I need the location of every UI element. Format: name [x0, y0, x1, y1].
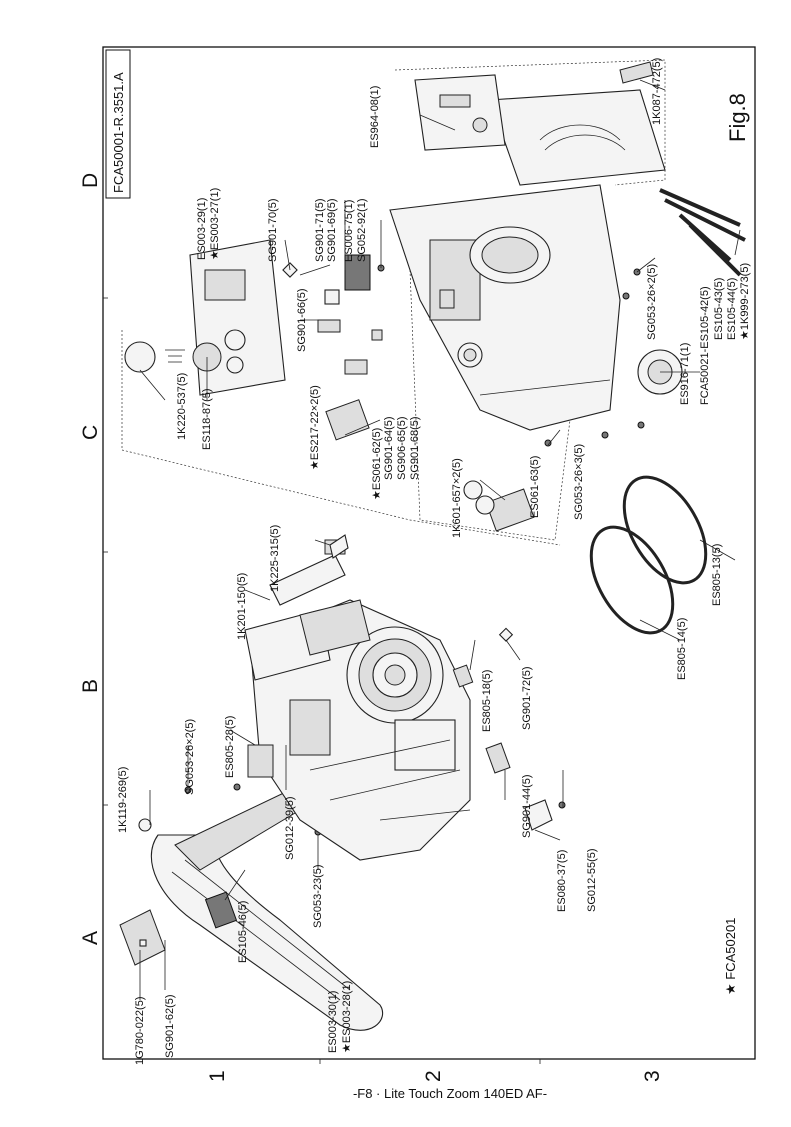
logo-badge-part [619, 61, 654, 84]
part-label-es805-18: ES805-18(5) [481, 670, 493, 732]
window-sheet-parts [282, 254, 383, 375]
part-label-sg052-92: SG052-92(1) [356, 198, 368, 262]
grid-column-c: C [79, 425, 102, 440]
part-label-sg053-26x3: SG053-26×3(5) [573, 444, 585, 520]
part-label-sg901-69: SG901-69(5) [326, 198, 338, 262]
part-label-sg901-66: SG901-66(5) [296, 288, 308, 352]
rear-cover-part [389, 184, 621, 431]
self-timer-window-part [204, 891, 238, 929]
grid-row-2: 2 [422, 1070, 445, 1082]
part-label-es805-28: ES805-28(5) [224, 716, 236, 778]
sheet-part [485, 742, 511, 774]
part-label-sg012-55: SG012-55(5) [586, 848, 598, 912]
part-label-es061-62: ★ES061-62(5) [371, 428, 383, 500]
ring-part-b [622, 475, 708, 585]
tape-part [247, 744, 274, 778]
part-label-es105-43: ES105-43(5) [713, 278, 725, 340]
small-sheet-part [498, 627, 514, 642]
part-label-sg901-70: SG901-70(5) [267, 198, 279, 262]
label-plate-part [119, 909, 166, 966]
part-label-es805-14: ES805-14(5) [676, 618, 688, 680]
part-label-es003-28: ★ES003-28(1) [341, 981, 353, 1053]
leader-lines [139, 79, 741, 1000]
top-plate-part [189, 239, 286, 396]
part-label-sg901-68: SG901-68(5) [409, 416, 421, 480]
part-label-fca50021-es105-42: FCA50021-ES105-42(5) [699, 286, 711, 405]
lever-part [524, 799, 553, 831]
nameplate-part [414, 74, 506, 151]
part-label-sg012-39: SG012-39(5) [284, 796, 296, 860]
part-label-sg901-72: SG901-72(5) [521, 666, 533, 730]
part-label-es006-75: ES006-75(1) [343, 200, 355, 262]
battery-contact-parts [659, 188, 746, 277]
part-label-1k999-273: ★1K999-273(5) [739, 263, 751, 340]
part-labels: 1G780-022(5) SG901-62(5) ES003-30(1) ★ES… [117, 58, 751, 1065]
doc-code-box: FCA50001-R.3551.A [105, 49, 131, 199]
part-label-sg053-26x2-b: SG053-26×2(5) [646, 264, 658, 340]
cushion-part [452, 664, 474, 688]
part-label-1k220-537: 1K220-537(5) [176, 373, 188, 440]
part-label-sg901-64: SG901-64(5) [383, 416, 395, 480]
part-label-es217-22: ★ES217-22×2(5) [309, 385, 321, 470]
part-label-es080-37: ES080-37(5) [556, 850, 568, 912]
drawing-frame [102, 46, 756, 1060]
part-label-sg901-44: SG901-44(5) [521, 774, 533, 838]
part-label-es003-27: ★ES003-27(1) [209, 188, 221, 260]
part-label-1k087-472: 1K087-472(5) [651, 58, 663, 125]
part-label-1g780-022: 1G780-022(5) [134, 997, 146, 1066]
part-label-es105-44: ES105-44(5) [726, 278, 738, 340]
mode-button-parts [325, 399, 535, 532]
part-label-es105-46: ES105-46(5) [237, 901, 249, 963]
doc-code: FCA50001-R.3551.A [111, 72, 126, 193]
back-door-part [489, 89, 666, 186]
bush-part [138, 818, 152, 832]
part-label-es118-87: ES118-87(5) [201, 388, 213, 450]
part-label-es805-13: ES805-13(5) [711, 544, 723, 606]
footer-title: -F8 · Lite Touch Zoom 140ED AF- [353, 1086, 547, 1101]
part-label-1k601-657: 1K601-657×2(5) [451, 458, 463, 538]
grid-column-d: D [79, 173, 102, 188]
part-label-es003-30: ES003-30(1) [327, 991, 339, 1053]
flash-unit-part [244, 599, 371, 681]
part-label-sg901-71: SG901-71(5) [314, 198, 326, 262]
spring-part [329, 534, 349, 559]
part-label-1k201-150: 1K201-150(5) [236, 573, 248, 640]
part-label-sg053-26x2-a: SG053-26×2(5) [184, 719, 196, 795]
part-label-1k225-315: 1K225-315(5) [269, 525, 281, 592]
service-note: ★ FCA50201 [723, 918, 738, 995]
part-label-1k119-269: 1K119-269(5) [117, 767, 129, 833]
grid-column-b: B [79, 679, 102, 693]
outline-group-c [121, 330, 561, 546]
part-label-es916-71: ES916-71(1) [679, 343, 691, 405]
part-label-es061-63: ES061-63(5) [529, 456, 541, 518]
part-label-es964-08: ES964-08(1) [369, 86, 381, 148]
grid-row-3: 3 [641, 1070, 664, 1082]
figure-label: Fig.8 [725, 93, 750, 142]
part-label-sg901-62: SG901-62(5) [164, 994, 176, 1058]
part-label-sg906-65: SG906-65(5) [396, 416, 408, 480]
grid-column-a: A [79, 931, 102, 945]
grid-row-1: 1 [206, 1070, 229, 1082]
outline-group-c2 [409, 269, 571, 541]
part-label-es003-29: ES003-29(1) [196, 198, 208, 260]
part-label-sg053-23: SG053-23(5) [312, 864, 324, 928]
